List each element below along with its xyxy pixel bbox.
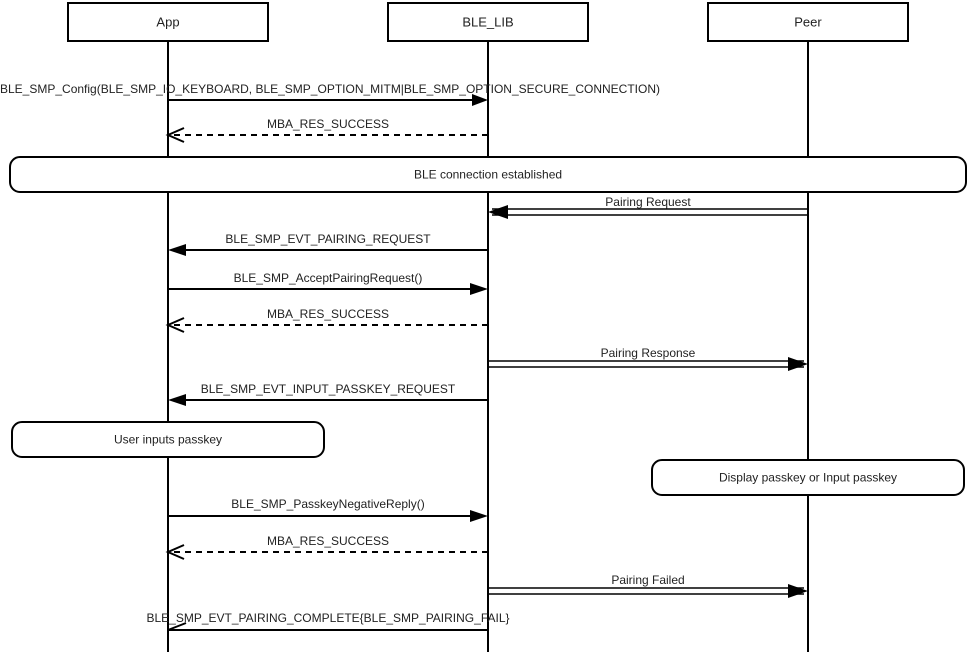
message-pairing-failed[interactable]: Pairing Failed: [488, 573, 808, 598]
arrowhead-left-open-icon: [167, 622, 187, 631]
participant-peer[interactable]: Peer: [707, 2, 909, 42]
message-pairing-request[interactable]: Pairing Request: [488, 195, 808, 219]
message-accept-pairing-request[interactable]: BLE_SMP_AcceptPairingRequest(): [168, 271, 488, 295]
message-label: MBA_RES_SUCCESS: [267, 307, 389, 321]
message-config-res-success[interactable]: MBA_RES_SUCCESS: [165, 117, 488, 143]
arrowhead-right-icon: [472, 94, 488, 106]
message-smp-config[interactable]: BLE_SMP_Config(BLE_SMP_IO_KEYBOARD, BLE_…: [0, 82, 660, 106]
note-user-inputs-passkey: User inputs passkey: [11, 421, 325, 458]
arrowhead-left-icon: [488, 205, 508, 219]
participant-app[interactable]: App: [67, 2, 269, 42]
message-evt-pairing-request[interactable]: BLE_SMP_EVT_PAIRING_REQUEST: [168, 232, 488, 256]
message-label: BLE_SMP_EVT_PAIRING_REQUEST: [225, 232, 431, 246]
message-accept-res-success[interactable]: MBA_RES_SUCCESS: [165, 307, 488, 333]
message-passkey-negative-reply[interactable]: BLE_SMP_PasskeyNegativeReply(): [168, 497, 488, 522]
message-label: BLE_SMP_AcceptPairingRequest(): [234, 271, 423, 285]
note-label: BLE connection established: [414, 168, 562, 182]
participant-box: [67, 2, 269, 42]
message-pairing-response[interactable]: Pairing Response: [488, 346, 808, 371]
arrowhead-left-icon: [168, 244, 186, 256]
message-label: BLE_SMP_Config(BLE_SMP_IO_KEYBOARD, BLE_…: [0, 82, 660, 96]
participant-box: [707, 2, 909, 42]
arrowhead-right-icon: [788, 584, 808, 598]
message-label: Pairing Response: [601, 346, 696, 360]
message-label: BLE_SMP_PasskeyNegativeReply(): [231, 497, 424, 511]
note-ble-connection-established: BLE connection established: [9, 156, 967, 193]
message-label: MBA_RES_SUCCESS: [267, 117, 389, 131]
notes-group: BLE connection established User inputs p…: [9, 156, 967, 496]
note-display-or-input-passkey: Display passkey or Input passkey: [651, 459, 965, 496]
message-evt-input-passkey-request[interactable]: BLE_SMP_EVT_INPUT_PASSKEY_REQUEST: [168, 382, 488, 406]
message-label: BLE_SMP_EVT_PAIRING_COMPLETE{BLE_SMP_PAI…: [146, 611, 509, 625]
lifelines-group: [167, 41, 809, 652]
note-label: Display passkey or Input passkey: [719, 471, 897, 485]
messages-group: BLE_SMP_Config(BLE_SMP_IO_KEYBOARD, BLE_…: [0, 82, 808, 631]
arrowhead-right-icon: [470, 283, 488, 295]
message-evt-pairing-complete[interactable]: BLE_SMP_EVT_PAIRING_COMPLETE{BLE_SMP_PAI…: [146, 611, 510, 631]
note-label: User inputs passkey: [114, 433, 222, 447]
participant-label: App: [156, 14, 179, 29]
participant-label: Peer: [794, 14, 822, 29]
message-label: BLE_SMP_EVT_INPUT_PASSKEY_REQUEST: [201, 382, 456, 396]
arrowhead-right-icon: [470, 510, 488, 522]
participant-ble-lib[interactable]: BLE_LIB: [387, 2, 589, 42]
note-box: [11, 421, 325, 458]
arrowhead-right-icon: [788, 357, 808, 371]
arrowhead-left-open-icon: [165, 127, 185, 143]
note-box: [651, 459, 965, 496]
arrowhead-left-open-icon: [165, 544, 185, 560]
message-label: Pairing Failed: [611, 573, 684, 587]
message-passkey-res-success[interactable]: MBA_RES_SUCCESS: [165, 534, 488, 560]
participant-label: BLE_LIB: [462, 14, 513, 29]
message-label: Pairing Request: [605, 195, 691, 209]
message-label: MBA_RES_SUCCESS: [267, 534, 389, 548]
participants-group: App BLE_LIB Peer: [67, 2, 909, 42]
note-box: [9, 156, 967, 193]
arrowhead-left-open-icon: [165, 317, 185, 333]
arrowhead-left-icon: [168, 394, 186, 406]
participant-box: [387, 2, 589, 42]
